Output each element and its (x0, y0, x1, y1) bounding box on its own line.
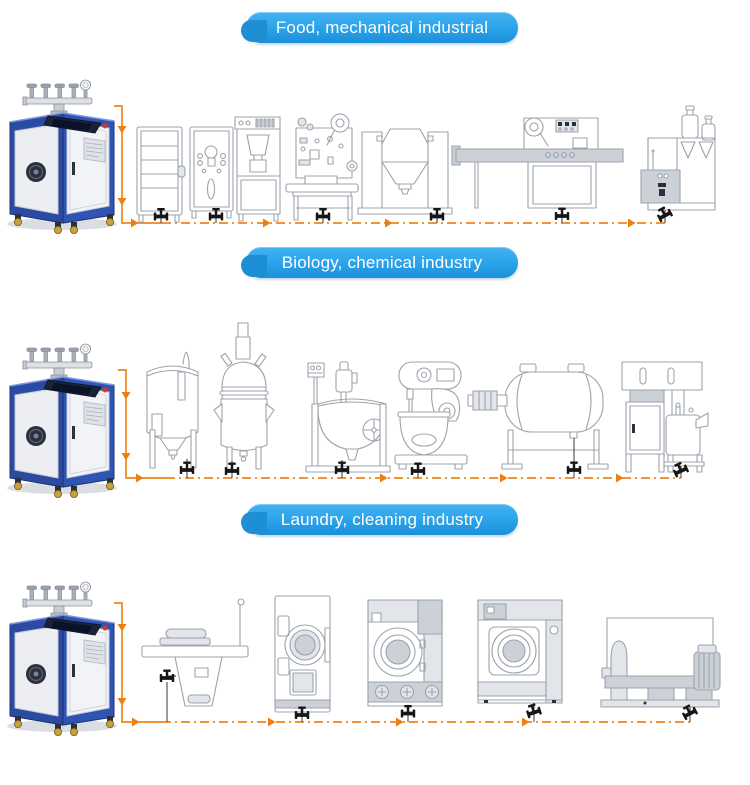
banner-biology: Biology, chemical industry (241, 247, 518, 278)
machine-vacuum-sealer (285, 113, 359, 221)
arrow-right-icon (263, 218, 271, 228)
arrow-right-icon (500, 473, 508, 483)
machine-reactor-vessel (213, 322, 275, 470)
arrow-down-icon (117, 198, 127, 206)
banner-laundry: Laundry, cleaning industry (241, 504, 518, 535)
machine-fermentation-tank (146, 351, 199, 469)
steam-valves-biology (179, 438, 690, 478)
arrow-right-icon (132, 717, 140, 727)
steam-valves-food (153, 204, 674, 223)
arrow-down-icon (121, 392, 131, 400)
arrow-right-icon (522, 717, 530, 727)
machine-washer-extractor (477, 599, 563, 704)
machine-filling-machine (640, 105, 716, 211)
banner-laundry-label: Laundry, cleaning industry (280, 509, 484, 529)
section-laundry-row (6, 581, 721, 737)
arrow-right-icon (136, 473, 144, 483)
machine-double-cone-mixer (357, 128, 453, 215)
steam-generator-image (6, 79, 118, 235)
arrow-right-icon (385, 218, 393, 228)
steam-pipe-food (114, 105, 667, 228)
section-biology-row (6, 322, 709, 499)
machine-horizontal-sterilizer (467, 363, 609, 470)
machine-planetary-mixer (394, 361, 468, 470)
banner-food-label: Food, mechanical industrial (275, 17, 489, 37)
machine-flow-wrapper (451, 117, 624, 209)
arrow-right-icon (268, 717, 276, 727)
banner-food: Food, mechanical industrial (241, 12, 518, 43)
arrow-right-icon (131, 218, 139, 228)
steam-generator-image (6, 343, 118, 499)
machine-tumble-dryer (274, 595, 331, 713)
machine-ironing-table (141, 598, 249, 707)
steam-pipe-biology (118, 369, 681, 483)
steam-generator-image (6, 581, 118, 737)
arrow-down-icon (117, 624, 127, 632)
machine-flatwork-ironer (600, 617, 721, 708)
steam-valves-laundry (159, 669, 699, 722)
arrow-right-icon (380, 473, 388, 483)
arrow-down-icon (117, 698, 127, 706)
steam-pipe-laundry (114, 602, 690, 727)
machine-steaming-cabinet (136, 126, 186, 223)
machine-jacketed-kettle (305, 361, 391, 473)
arrow-down-icon (121, 453, 131, 461)
banner-biology-label: Biology, chemical industry (281, 252, 483, 272)
arrow-right-icon (396, 717, 404, 727)
machine-tofu-hopper (234, 116, 281, 222)
machine-soymilk-maker (189, 126, 234, 219)
arrow-right-icon (616, 473, 624, 483)
arrow-down-icon (117, 126, 127, 134)
machine-dry-cleaner (367, 599, 443, 707)
machine-dispensing-unit (621, 361, 709, 473)
arrow-right-icon (628, 218, 636, 228)
section-food-row (6, 79, 716, 235)
